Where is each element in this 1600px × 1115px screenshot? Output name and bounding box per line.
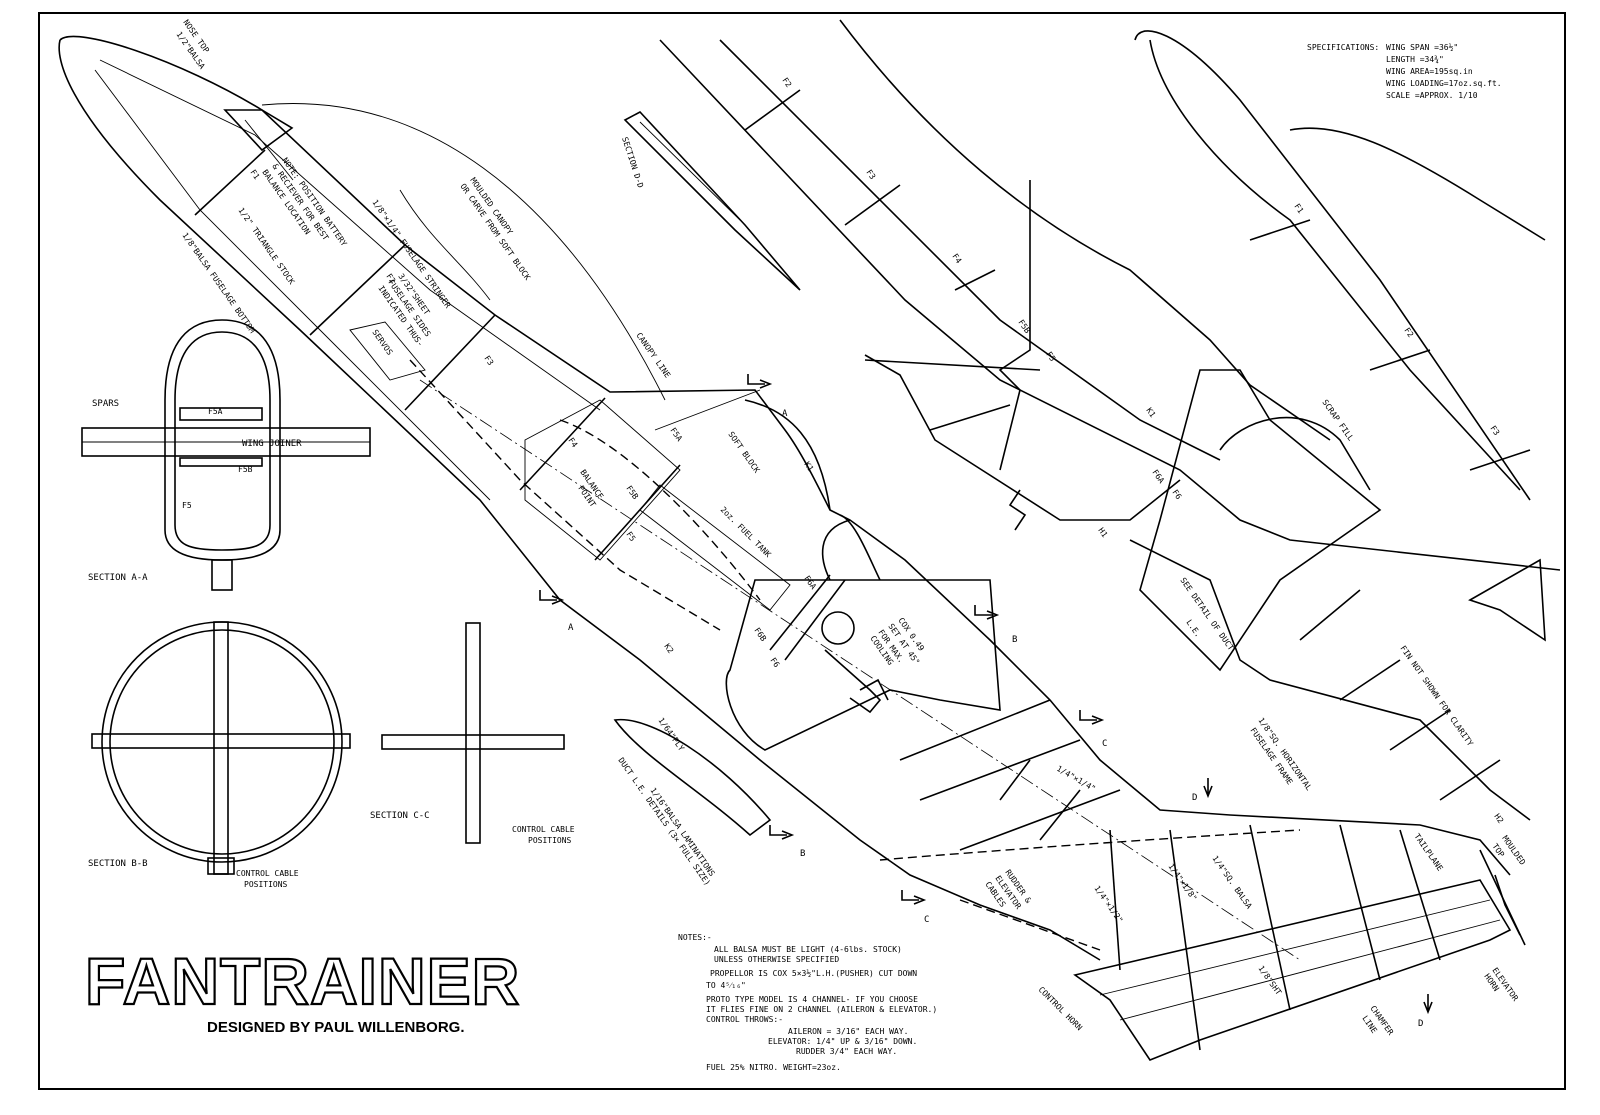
label-fin-note: FIN NOT SHOWN FOR CLARITY [1398,644,1475,748]
section-dd-title: SECTION D-D [620,136,645,189]
former-label-f5b: F5B [624,484,640,501]
section-cc-positions: POSITIONS [528,836,572,845]
section-marker-d-bottom: D [1418,1019,1423,1029]
drawing-border [38,12,1566,1090]
section-aa-f5: F5 [182,501,192,510]
former-label-k2: K2 [662,642,675,655]
former-label-f1: F1 [248,168,261,181]
note-line: PROPELLOR IS COX 5×3½"L.H.(PUSHER) CUT D… [710,968,917,978]
former-label-top-f4: F4 [950,252,963,265]
former-label-h2: H2 [1492,812,1505,825]
section-marker-c-bottom: C [924,915,929,925]
section-marker-a-top: A [782,409,788,419]
spec-line: LENGTH =34¾" [1386,55,1444,64]
former-label-top-f2: F2 [780,76,793,89]
former-label-right-f3: F3 [1488,424,1501,437]
former-label-f6b: F6B [752,626,768,643]
section-aa-spars: SPARS [92,399,119,409]
section-aa-f5a: F5A [208,407,223,416]
note-line: UNLESS OTHERWISE SPECIFIED [714,955,839,964]
spec-line: WING AREA=195sq.in [1386,67,1473,76]
section-aa-title: SECTION A-A [88,573,148,583]
section-aa-f5b: F5B [238,465,253,474]
former-label-f3: F3 [482,354,495,367]
label-sq-balsa: 1/4"SQ. BALSA [1210,854,1253,911]
notes-heading: NOTES:- [678,933,712,942]
section-aa-wing-joiner: WING JOINER [242,439,302,449]
section-marker-b-bottom: B [800,849,805,859]
spec-line: SCALE =APPROX. 1/10 [1386,91,1478,100]
label-canopy-2: OR CARVE FROM SOFT BLOCK [458,182,532,282]
note-line: PROTO TYPE MODEL IS 4 CHANNEL- IF YOU CH… [706,995,918,1004]
drawing-title: FANTRAINER [85,944,520,1018]
engine-cylinder [821,611,855,645]
tailplane-plan [1073,824,1526,1061]
former-label-top-f6a: F6A [1150,468,1166,485]
section-bb-positions: POSITIONS [244,880,288,889]
label-control-horn: CONTROL HORN [1037,985,1084,1032]
label-duct-detail: SEE DETAIL OF DUCT [1178,576,1235,652]
former-f2 [309,244,406,336]
label-duct-le: DUCT L.E. DETAILS (3× FULL SIZE) [616,756,712,887]
label-servos: SERVOS [370,328,394,357]
section-bb [91,621,351,875]
note-line: TO 4⁵⁄₁₆" [706,981,746,990]
label-eighth-stock: 1/4"×1/8" [1166,862,1198,903]
duct-le-detail [613,718,772,837]
former-label-top-f6: F6 [1170,488,1183,501]
specifications-block: SPECIFICATIONS: WING SPAN =36½" LENGTH =… [1307,42,1502,100]
section-marker-a-bottom: A [568,623,574,633]
section-cc-cable: CONTROL CABLE [512,825,575,834]
former-label-f6: F6 [768,656,781,669]
spec-line: WING SPAN =36½" [1386,42,1458,52]
label-half-stock: 1/4"×1/2" [1092,884,1124,925]
former-label-f5a: F5A [668,426,684,443]
label-moulded-top-2: TOP [1490,842,1506,859]
section-dd [623,111,801,291]
former-label-f5: F5 [624,530,637,543]
section-bb-cable: CONTROL CABLE [236,869,299,878]
label-soft-block: SOFT BLOCK [726,430,761,475]
section-marker-c-top: C [1102,739,1107,749]
section-bb-title: SECTION B-B [88,859,148,869]
note-line: AILERON = 3/16" EACH WAY. [788,1027,908,1036]
note-line: CONTROL THROWS:- [706,1015,783,1024]
former-label-f6a: F6A [802,574,818,591]
note-line: ALL BALSA MUST BE LIGHT (4-6lbs. STOCK) [714,945,902,954]
label-sheet: 1/8"SHT [1256,964,1283,997]
top-plan-view [659,19,1561,821]
note-line: ELEVATOR: 1/4" UP & 3/16" DOWN. [768,1037,917,1046]
label-tailplane: TAILPLANE [1412,832,1444,873]
former-label-top-f3: F3 [864,168,877,181]
note-line: RUDDER 3/4" EACH WAY. [796,1047,897,1056]
former-f3 [404,314,496,411]
former-label-right-f1: F1 [1292,202,1305,215]
label-ply: 1/64"PLY [656,716,686,753]
note-line: FUEL 25% NITRO. WEIGHT=23oz. [706,1063,841,1072]
notes-block: NOTES:- ALL BALSA MUST BE LIGHT (4-6lbs.… [678,933,937,1072]
label-triangle-stock: 1/2" TRIANGLE STOCK [236,206,296,286]
label-duct-detail-le: L.E. [1184,618,1202,639]
designer-credit: DESIGNED BY PAUL WILLENBORG. [207,1019,465,1036]
former-label-h1: H1 [1096,526,1109,539]
spec-heading: SPECIFICATIONS: [1307,43,1379,52]
note-line: IT FLIES FINE ON 2 CHANNEL (AILERON & EL… [706,1005,937,1014]
section-cc-title: SECTION C-C [370,811,430,821]
section-aa [81,319,371,591]
former-label-top-f5: F5 [1044,350,1057,363]
section-cc [381,622,565,844]
section-marker-b-top: B [1012,635,1017,645]
former-f1 [194,149,266,216]
former-f4 [519,397,606,491]
former-f5 [594,464,681,561]
former-label-top-k1: K1 [1144,406,1157,419]
label-quarter-stock: 1/4"×1/4" [1055,764,1097,793]
section-marker-d-top: D [1192,793,1197,803]
side-view-fuselage [58,35,1511,961]
label-canopy-line: CANOPY LINE [634,331,672,380]
spec-line: WING LOADING=17oz.sq.ft. [1386,79,1502,88]
